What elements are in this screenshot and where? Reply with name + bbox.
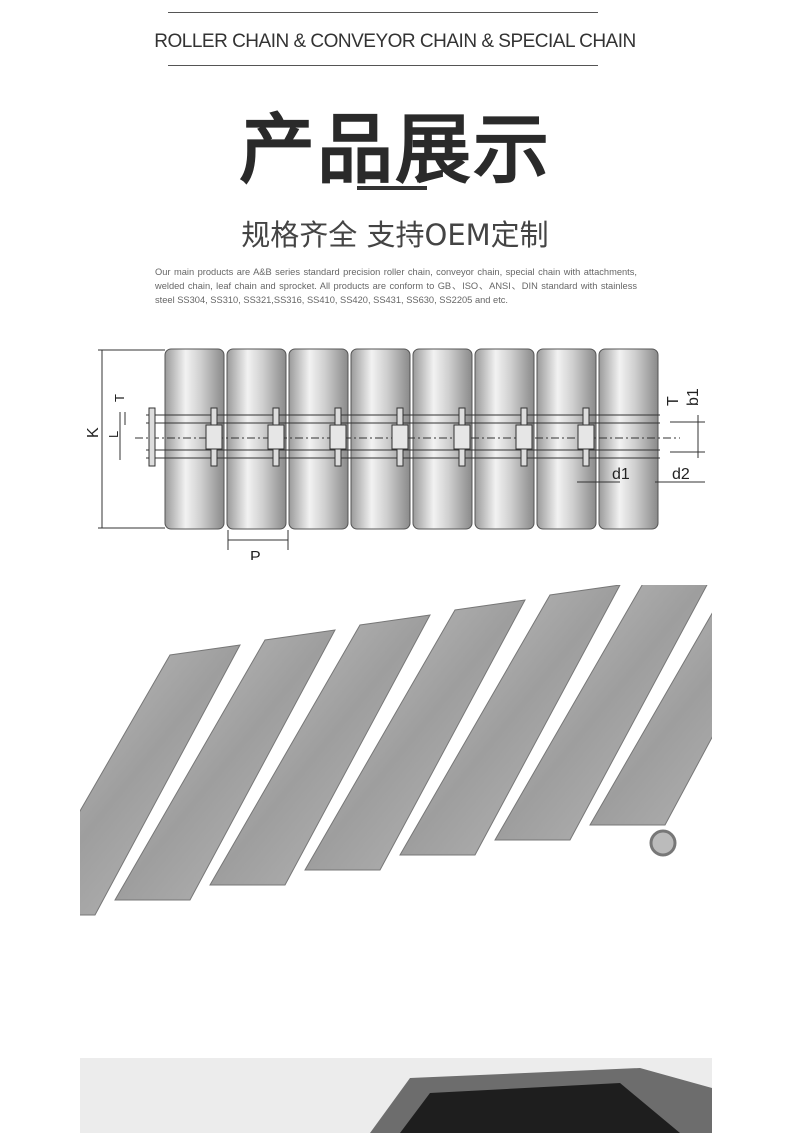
- top-divider: [168, 12, 598, 13]
- label-d1: d1: [612, 466, 630, 483]
- plate: [412, 348, 473, 530]
- tagline: 规格齐全 支持OEM定制: [241, 218, 549, 252]
- roller: [329, 424, 347, 450]
- plate: [536, 348, 597, 530]
- slat: [304, 599, 526, 871]
- label-b1: b1: [685, 388, 702, 406]
- subtitle-divider: [168, 65, 598, 66]
- product-description: Our main products are A&B series standar…: [155, 267, 637, 305]
- section-subtitle: ROLLER CHAIN & CONVEYOR CHAIN & SPECIAL …: [154, 31, 636, 52]
- chain-links: [148, 407, 595, 467]
- label-p: P: [250, 549, 261, 560]
- chain-dimension-diagram: K L T T b1 d1 d2 P: [85, 348, 705, 560]
- flat-top-chain-photo: [80, 585, 712, 916]
- roller: [577, 424, 595, 450]
- label-d2: d2: [672, 466, 690, 483]
- plate: [164, 348, 225, 530]
- slat: [80, 644, 241, 916]
- plate: [226, 348, 287, 530]
- roller: [391, 424, 409, 450]
- slat: [399, 585, 621, 856]
- label-l: L: [106, 431, 121, 438]
- plate: [598, 348, 659, 530]
- plates: [164, 348, 659, 530]
- plate: [288, 348, 349, 530]
- roller: [453, 424, 471, 450]
- roller: [205, 424, 223, 450]
- page-title: 产品展示: [239, 105, 551, 194]
- hinge-pin: [649, 829, 677, 857]
- slat: [589, 612, 712, 826]
- label-t-left: T: [112, 394, 127, 402]
- title-underline: [357, 186, 427, 190]
- slat: [494, 585, 708, 841]
- slat: [209, 614, 431, 886]
- roller: [267, 424, 285, 450]
- plate: [474, 348, 535, 530]
- dark-chain-photo: [80, 1058, 712, 1133]
- chain-slats: [80, 585, 712, 916]
- label-k: K: [85, 427, 102, 438]
- roller: [515, 424, 533, 450]
- plate: [350, 348, 411, 530]
- slat: [114, 629, 336, 901]
- pin: [148, 407, 156, 467]
- label-t-right: T: [665, 396, 682, 406]
